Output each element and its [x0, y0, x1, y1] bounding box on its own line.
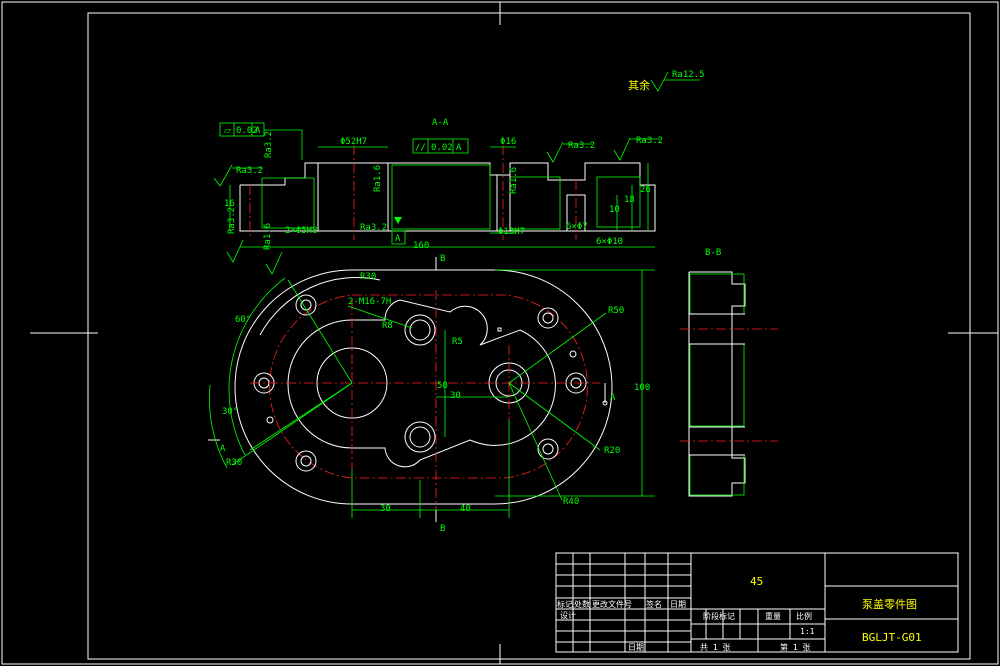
- plan-view: B B A A 60° 30° R30 2-M16-7H R8 R5 R50 5…: [208, 254, 655, 534]
- hdr-weight: 重量: [765, 611, 781, 621]
- hdr-total: 共 1 张: [700, 643, 730, 652]
- rest-label: 其余: [628, 78, 650, 92]
- dim-d13: Φ13H7: [498, 227, 525, 237]
- dim-30deg: 30°: [222, 407, 238, 417]
- title-block: 标记 处数 更改文件号 签名 日期 设计 日期 阶段标记 重量 比例 1:1 共…: [555, 552, 959, 653]
- dim-26: 26: [640, 185, 651, 195]
- datum-a: A: [395, 234, 401, 244]
- title-left-grid: [556, 553, 691, 652]
- ra-a4: Ra3.2: [360, 223, 387, 233]
- dim-30: 30: [450, 391, 461, 401]
- dim-6x7: 6×Φ7: [566, 222, 588, 232]
- dim-60deg: 60°: [235, 315, 251, 325]
- dim-160: 160: [413, 241, 429, 251]
- dim-16: 16: [224, 199, 235, 209]
- flatness-value: 0.02: [236, 126, 258, 136]
- parallelism-datum: A: [456, 143, 462, 153]
- section-bb-label: B-B: [705, 248, 721, 258]
- ra-a6: Ra3.2: [636, 136, 663, 146]
- dim-d52: Φ52H7: [340, 137, 367, 147]
- hdr-sheet: 第 1 张: [780, 642, 810, 652]
- dim-100: 100: [634, 383, 650, 393]
- ra-a7: Ra3.2: [227, 207, 237, 234]
- dim-tap: 2-M16-7H: [348, 297, 391, 307]
- parallelism-symbol: //: [415, 143, 426, 153]
- hdr-date-2: 日期: [628, 643, 644, 652]
- flatness-symbol: ⏥: [224, 126, 231, 136]
- drawing-number: BGLJT-G01: [862, 631, 922, 644]
- ra-a5: Ra3.2: [568, 141, 595, 151]
- cut-b-top: B: [440, 254, 445, 264]
- hdr-date: 日期: [670, 600, 686, 609]
- dim-r20: R20: [604, 446, 620, 456]
- ra-a1: Ra3.2: [236, 166, 263, 176]
- hdr-zone: 更改文件号: [592, 599, 632, 609]
- dim-r30b: R30: [226, 458, 242, 468]
- hdr-sign: 签名: [646, 599, 662, 609]
- dim-d16: Φ16: [500, 137, 516, 147]
- dim-r30a: R30: [360, 272, 376, 282]
- hdr-mark: 标记: [557, 599, 573, 609]
- dim-40: 40: [460, 504, 471, 514]
- hdr-stage: 阶段标记: [703, 611, 735, 621]
- dim-18: 18: [624, 195, 635, 205]
- dim-r40: R40: [563, 497, 579, 507]
- dim-r8: R8: [382, 321, 393, 331]
- dim-10: 10: [609, 205, 620, 215]
- dim-6x10: 6×Φ10: [596, 237, 623, 247]
- dim-r5: R5: [452, 337, 463, 347]
- rest-value: Ra12.5: [672, 70, 705, 80]
- dim-50: 50: [437, 381, 448, 391]
- dim-r50: R50: [608, 306, 624, 316]
- flatness-datum: A: [255, 126, 261, 136]
- section-aa-label: A-A: [432, 118, 449, 128]
- hdr-ratio: 比例: [796, 611, 812, 621]
- hdr-count: 处数: [574, 599, 590, 609]
- section-bb-view: B-B: [680, 248, 778, 497]
- dim-d5: 2×Φ5H8: [285, 226, 318, 236]
- hatch-aa: [261, 164, 641, 230]
- parallelism-value: 0.02: [431, 143, 453, 153]
- ra-a2: Ra3.2: [264, 131, 274, 158]
- cut-a-left: A: [220, 444, 226, 454]
- section-aa-view: A-A ⏥ 0.02 A // 0.02 A Φ52: [213, 118, 663, 275]
- ra-a3: Ra1.6: [373, 165, 383, 192]
- hdr-design: 设计: [560, 610, 576, 620]
- ra-a10: Ra1.6: [263, 223, 273, 250]
- dim-30b: 30: [380, 504, 391, 514]
- part-name: 泵盖零件图: [862, 597, 917, 611]
- cut-b-bottom: B: [440, 524, 445, 534]
- scale-value: 1:1: [800, 627, 815, 636]
- rest-roughness-note: 其余 Ra12.5: [628, 70, 705, 92]
- ra-a8: Ra1.6: [509, 167, 519, 194]
- cut-a-right: A: [610, 393, 616, 403]
- material: 45: [750, 575, 763, 588]
